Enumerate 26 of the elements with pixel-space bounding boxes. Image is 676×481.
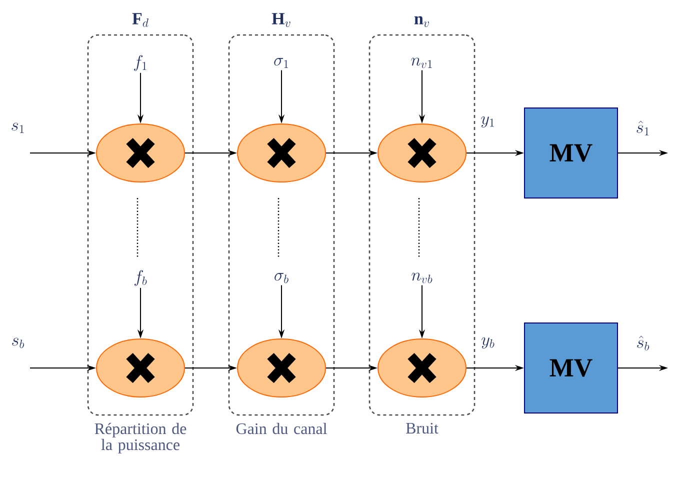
input-symbol: $f_1$ <box>134 55 146 71</box>
input-symbol: $\sigma_1$ <box>274 58 288 68</box>
process-box: MV <box>524 108 618 198</box>
edge-label: $s_1$ <box>12 122 24 134</box>
multiplier-ellipse <box>237 124 326 182</box>
group-heading: $\mathbf{F}_d$ <box>132 13 148 27</box>
input-symbol: $f_b$ <box>134 270 147 286</box>
process-box: MV <box>524 322 618 414</box>
multiplier-ellipse <box>378 124 466 182</box>
edge-label: $y_b$ <box>482 337 494 349</box>
multiplier-ellipse <box>96 338 185 398</box>
group-heading: $\mathbf{H}_v$ <box>272 13 290 27</box>
edge-label: $s_b$ <box>12 338 24 348</box>
input-symbol: $n_{vb}$ <box>412 272 432 284</box>
group-caption: Bruit <box>406 422 438 434</box>
input-symbol: $n_{v1}$ <box>411 58 432 68</box>
group-caption: Gain du canal <box>236 422 327 434</box>
input-symbol: $\sigma_b$ <box>274 272 288 284</box>
multiplier-ellipse <box>96 124 185 182</box>
edge-label: $y_1$ <box>481 116 494 128</box>
multiplier-ellipse <box>378 338 466 398</box>
group-caption: Répartition de la puissance <box>94 422 186 454</box>
group-heading: $\mathbf{n}_v$ <box>414 16 429 27</box>
edge-label: $\hat{s}_b$ <box>637 336 650 350</box>
multiplier-ellipse <box>237 338 326 398</box>
edge-label: $\hat{s}_1$ <box>636 120 649 136</box>
